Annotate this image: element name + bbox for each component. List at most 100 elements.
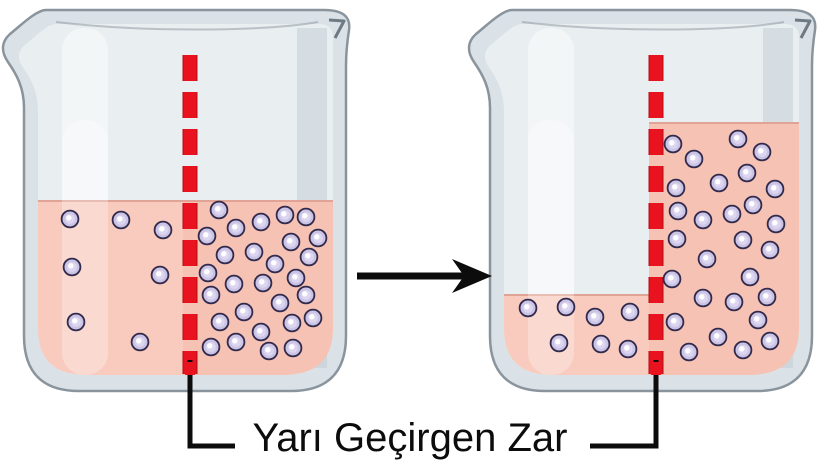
- particle-highlight: [772, 220, 778, 226]
- particle-highlight: [714, 333, 720, 339]
- beaker-initial: [3, 10, 349, 391]
- particle: [299, 247, 319, 267]
- particle: [62, 257, 82, 277]
- particle-highlight: [597, 340, 603, 346]
- particle: [226, 332, 246, 352]
- particle: [693, 288, 713, 308]
- particle: [760, 331, 780, 351]
- particle-highlight: [672, 184, 678, 190]
- particle: [209, 200, 229, 220]
- particle-highlight: [739, 346, 745, 352]
- particle-highlight: [699, 294, 705, 300]
- particle: [733, 230, 753, 250]
- particle: [150, 265, 170, 285]
- particle-highlight: [207, 291, 213, 297]
- particle-highlight: [728, 210, 734, 216]
- particle: [697, 249, 717, 269]
- particle: [303, 308, 323, 328]
- particle-highlight: [117, 216, 123, 222]
- particle-highlight: [232, 338, 238, 344]
- particle-highlight: [215, 206, 221, 212]
- particle: [679, 342, 699, 362]
- particle: [748, 310, 768, 330]
- particle-highlight: [626, 308, 632, 314]
- particle: [591, 334, 611, 354]
- particle: [585, 307, 605, 327]
- particle: [201, 337, 221, 357]
- membrane-tick: [185, 362, 195, 375]
- particle-highlight: [730, 298, 736, 304]
- particle-highlight: [668, 275, 674, 281]
- particle-highlight: [230, 280, 236, 286]
- particle: [153, 220, 173, 240]
- particle-highlight: [66, 215, 72, 221]
- leader-line-left: [187, 360, 235, 449]
- liquid-surface-left: [38, 200, 197, 202]
- particle-highlight: [771, 185, 777, 191]
- particle-highlight: [715, 179, 721, 185]
- particle: [210, 312, 230, 332]
- particle: [198, 263, 218, 283]
- particle: [234, 302, 254, 322]
- particle-highlight: [314, 234, 320, 240]
- particle: [740, 267, 760, 287]
- glass-highlight: [528, 120, 574, 375]
- particle: [666, 178, 686, 198]
- particle: [282, 313, 302, 333]
- particle-highlight: [203, 232, 209, 238]
- particle: [111, 210, 131, 230]
- particle-highlight: [281, 211, 287, 217]
- particle: [224, 274, 244, 294]
- particle: [296, 207, 316, 227]
- particle-highlight: [232, 224, 238, 230]
- particle-highlight: [734, 135, 740, 141]
- particle-highlight: [746, 273, 752, 279]
- particle-highlight: [216, 318, 222, 324]
- glass-highlight: [62, 120, 108, 375]
- particle-highlight: [159, 226, 165, 232]
- particle-highlight: [72, 318, 78, 324]
- particle-highlight: [699, 216, 705, 222]
- particle-highlight: [259, 279, 265, 285]
- particle: [618, 339, 638, 359]
- particle-highlight: [221, 251, 227, 257]
- particle-highlight: [624, 345, 630, 351]
- particle: [760, 240, 780, 260]
- particle: [215, 245, 235, 265]
- particle-highlight: [739, 236, 745, 242]
- particle-highlight: [591, 313, 597, 319]
- particle-highlight: [309, 314, 315, 320]
- particle: [286, 268, 306, 288]
- particle: [308, 228, 328, 248]
- particle: [244, 242, 264, 262]
- beaker-initial-particles: [60, 200, 328, 361]
- particle: [620, 302, 640, 322]
- particle-highlight: [766, 246, 772, 252]
- particle: [270, 293, 290, 313]
- particle: [275, 205, 295, 225]
- beaker-final: [469, 10, 815, 391]
- particle-highlight: [669, 140, 675, 146]
- particle-highlight: [265, 347, 271, 353]
- particle-highlight: [257, 218, 263, 224]
- particle: [728, 129, 748, 149]
- particle: [684, 149, 704, 169]
- particle: [752, 142, 772, 162]
- particle: [296, 285, 316, 305]
- particle-highlight: [685, 348, 691, 354]
- particle: [197, 226, 217, 246]
- liquid-surface-right: [183, 200, 333, 202]
- particle-highlight: [671, 318, 677, 324]
- particle-highlight: [302, 213, 308, 219]
- particle-highlight: [758, 148, 764, 154]
- particle: [667, 229, 687, 249]
- particle-highlight: [763, 293, 769, 299]
- particle: [549, 333, 569, 353]
- particle-highlight: [204, 269, 210, 275]
- particle: [737, 163, 757, 183]
- particle: [663, 134, 683, 154]
- particle-highlight: [257, 328, 263, 334]
- beaker-final-particles: [518, 129, 786, 362]
- particle-highlight: [524, 304, 530, 310]
- particle: [66, 312, 86, 332]
